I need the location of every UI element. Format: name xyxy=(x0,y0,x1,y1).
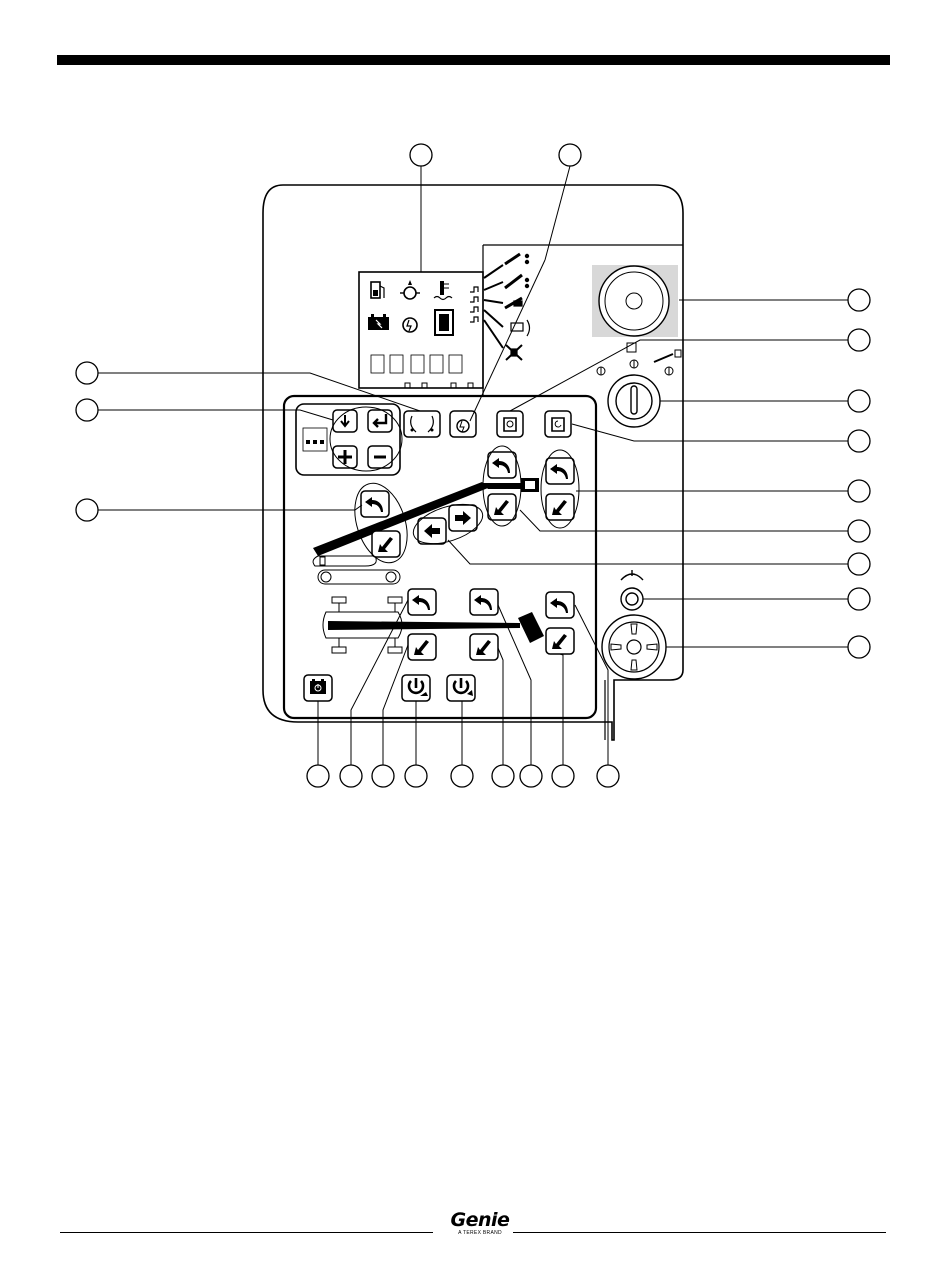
footer-rule-right xyxy=(513,1232,886,1233)
keypad xyxy=(296,404,402,475)
callout-circle xyxy=(492,765,514,787)
logo-text: Genie xyxy=(440,1210,520,1230)
callout-circle xyxy=(76,499,98,521)
drive-reverse-button[interactable] xyxy=(470,634,498,660)
callout-circle xyxy=(848,553,870,575)
callout-circle xyxy=(520,765,542,787)
horn-select-button[interactable] xyxy=(404,411,440,437)
lcd-display xyxy=(359,272,483,388)
keypad-enter-button[interactable] xyxy=(368,410,392,432)
drive-forward-button[interactable] xyxy=(470,589,498,615)
callout-circle xyxy=(340,765,362,787)
turntable-rotate-right-button[interactable] xyxy=(408,634,436,660)
boom-retract-icon xyxy=(505,275,529,288)
engine-start-button[interactable] xyxy=(497,411,523,437)
callout-circle xyxy=(848,329,870,351)
platform-level-icon xyxy=(505,298,522,308)
callout-circle xyxy=(307,765,329,787)
genie-logo: Genie A TEREX BRAND xyxy=(440,1210,520,1236)
callout-circle xyxy=(76,362,98,384)
boom-extend-button[interactable] xyxy=(449,505,477,531)
key-position-ground-icon xyxy=(654,350,681,375)
engine-rpm-button[interactable] xyxy=(545,411,571,437)
callout-circle xyxy=(372,765,394,787)
boom-extend-icon xyxy=(505,254,529,264)
key-position-off-icon xyxy=(597,367,605,375)
display-mini-icon xyxy=(303,428,327,451)
horn-button[interactable] xyxy=(621,570,643,610)
glow-plug-button[interactable] xyxy=(450,411,476,437)
coolant-temp-icon xyxy=(434,281,452,300)
drive-joystick[interactable] xyxy=(602,615,666,679)
footer-rule-left xyxy=(60,1232,433,1233)
callout-circle xyxy=(848,588,870,610)
callout-circle xyxy=(405,765,427,787)
battery-power-button[interactable] xyxy=(304,675,332,701)
fuel-icon xyxy=(371,282,384,298)
callout-circle xyxy=(552,765,574,787)
oil-pressure-icon xyxy=(400,280,420,299)
key-switch[interactable] xyxy=(597,343,681,427)
jib-down-button[interactable] xyxy=(488,494,516,520)
primary-boom-up-button[interactable] xyxy=(361,491,389,517)
boom-retract-button[interactable] xyxy=(418,518,446,544)
primary-boom-down-button[interactable] xyxy=(372,531,400,557)
callout-circle xyxy=(848,520,870,542)
keypad-minus-button[interactable] xyxy=(368,446,392,468)
callout-circle xyxy=(76,399,98,421)
platform-rotate-left-button[interactable] xyxy=(546,592,574,618)
drive-enable-icon xyxy=(506,345,522,360)
hour-meter-icon xyxy=(435,310,453,335)
battery-icon xyxy=(368,314,389,330)
callout-circle xyxy=(597,765,619,787)
power-fast-button[interactable] xyxy=(447,675,475,701)
callout-circle xyxy=(848,636,870,658)
callout-circle xyxy=(848,480,870,502)
platform-rotate-right-button[interactable] xyxy=(546,628,574,654)
emergency-stop-button[interactable] xyxy=(592,265,678,337)
callout-circle xyxy=(848,390,870,412)
platform-level-up-button[interactable] xyxy=(546,458,574,484)
platform-level-down-button[interactable] xyxy=(546,494,574,520)
callout-circle xyxy=(848,289,870,311)
glow-plug-icon xyxy=(403,318,417,332)
callout-circle xyxy=(559,144,581,166)
callout-circle xyxy=(451,765,473,787)
callout-circle xyxy=(848,430,870,452)
power-slow-button[interactable] xyxy=(402,675,430,701)
jib-up-button[interactable] xyxy=(488,452,516,478)
callout-circle xyxy=(410,144,432,166)
boom-indicator-leds xyxy=(470,254,530,360)
lcd-digits xyxy=(371,355,462,373)
turntable-rotate-left-button[interactable] xyxy=(408,589,436,615)
